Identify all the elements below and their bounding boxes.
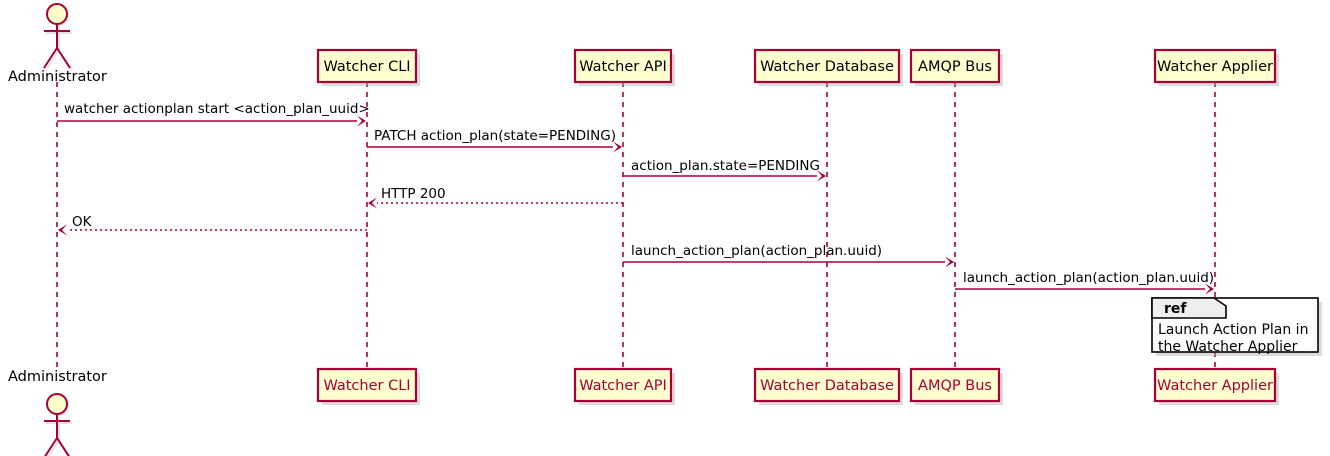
message-label-7: launch_action_plan(action_plan.uuid) [963,270,1215,286]
message-arrowhead-4 [368,197,377,209]
message-arrowhead-1 [357,115,366,127]
participant-box-cli-top[interactable] [316,48,418,84]
participant-label-admin-top: Administrator [8,69,107,85]
participant-label-cli-top: Watcher CLI [323,59,411,75]
participant-label-applier-top: Watcher Applier [1157,59,1273,75]
participant-box-db-bottom[interactable] [753,367,901,403]
participant-label-amqp-bottom: AMQP Bus [918,378,992,394]
message-label-1: watcher actionplan start <action_plan_uu… [64,101,370,117]
actor-body-shadow [46,416,72,456]
message-arrowhead-6 [945,256,954,268]
message-label-2: PATCH action_plan(state=PENDING) [374,128,616,144]
participant-box-db-top[interactable] [753,48,901,84]
participant-box-api-bottom[interactable] [573,367,673,403]
participant-label-amqp-top: AMQP Bus [918,59,992,75]
participant-box-amqp-top[interactable] [909,48,1001,84]
message-label-5: OK [72,214,92,230]
actor-figure-admin-top [43,3,73,71]
ref-fragment-text: Launch Action Plan in the Watcher Applie… [1158,322,1309,355]
participant-label-api-top: Watcher API [579,59,667,75]
message-label-6: launch_action_plan(action_plan.uuid) [631,243,883,259]
participant-box-api-top[interactable] [573,48,673,84]
message-arrowhead-5 [58,224,67,236]
participant-label-db-bottom: Watcher Database [760,378,894,394]
participant-box-amqp-bottom[interactable] [909,367,1001,403]
actor-head [46,3,68,25]
participant-label-api-bottom: Watcher API [579,378,667,394]
message-label-4: HTTP 200 [381,186,446,202]
actor-body-shadow [45,26,73,71]
actor-body [43,24,71,69]
message-arrowhead-2 [613,141,622,153]
message-label-3: action_plan.state=PENDING [631,158,820,174]
actor-figure-admin-bottom [44,393,72,456]
participant-box-cli-bottom[interactable] [316,367,418,403]
ref-fragment-keyword: ref [1164,301,1187,317]
actor-head [46,393,68,415]
participant-label-applier-bottom: Watcher Applier [1157,378,1273,394]
actor-body [44,414,70,456]
message-arrowhead-3 [817,170,826,182]
participant-label-cli-bottom: Watcher CLI [323,378,411,394]
participant-box-applier-bottom[interactable] [1153,367,1277,403]
participant-label-db-top: Watcher Database [760,59,894,75]
message-arrowhead-7 [1205,283,1214,295]
ref-fragment-tab [1151,297,1227,319]
participant-box-applier-top[interactable] [1153,48,1277,84]
participant-label-admin-bottom: Administrator [8,369,107,385]
